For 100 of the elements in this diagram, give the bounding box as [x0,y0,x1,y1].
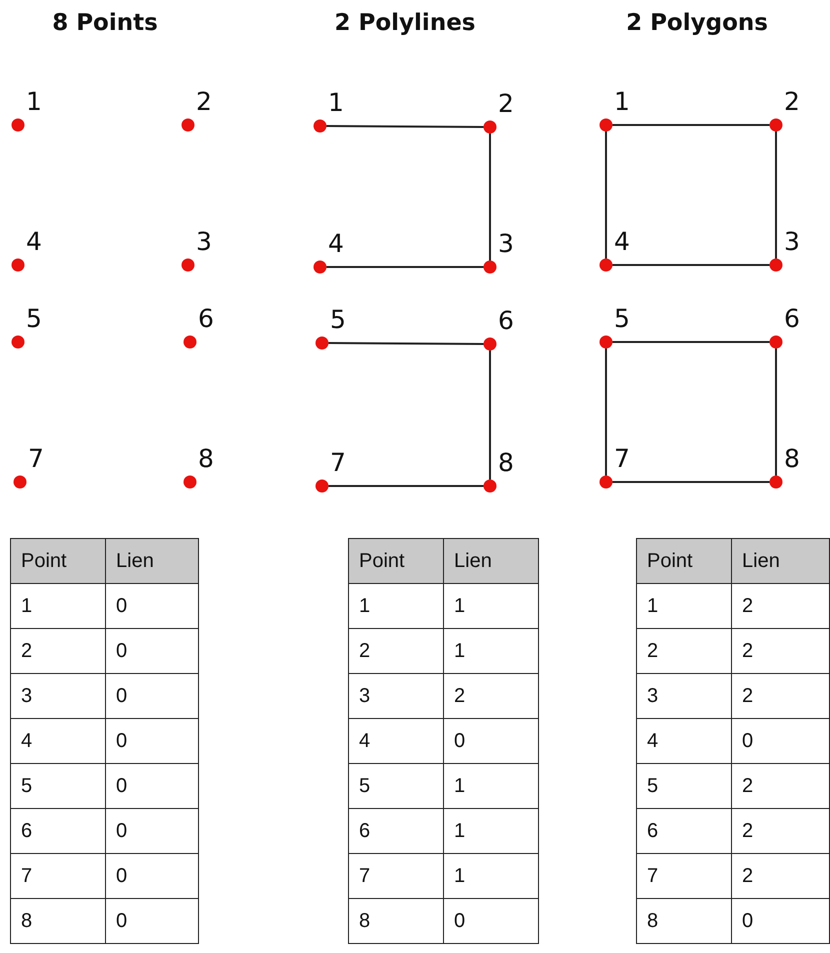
point-marker [770,336,782,348]
table-cell: 6 [349,809,444,854]
table-header-cell: Lien [106,539,199,584]
connector-line [612,124,770,126]
table-cell: 3 [637,674,732,719]
point-number: 3 [196,229,212,254]
point-number: 4 [614,229,630,254]
point-number: 1 [614,89,630,114]
table-cell: 2 [732,764,830,809]
point-number: 7 [28,446,44,471]
point-number: 5 [26,306,42,331]
table-cell: 8 [349,899,444,944]
point-marker [484,480,496,492]
point-number: 4 [26,229,42,254]
table-header-cell: Lien [732,539,830,584]
point-marker [12,118,24,132]
point-marker [314,120,326,132]
point-number: 3 [784,229,800,254]
table-cell: 6 [637,809,732,854]
table-cell: 5 [349,764,444,809]
table-cell: 3 [11,674,106,719]
point-marker [484,260,496,274]
point-number: 1 [26,89,42,114]
connector-line [328,342,484,345]
point-number: 6 [498,308,514,333]
table-cell: 1 [349,584,444,629]
point-number: 6 [784,306,800,331]
point-number: 1 [328,90,344,115]
connector-line [612,264,770,266]
table-cell: 2 [349,629,444,674]
table-cell: 0 [732,899,830,944]
table-cell: 8 [637,899,732,944]
connector-line [605,348,607,476]
point-marker [12,336,24,348]
table-cell: 0 [106,674,199,719]
connector-line [326,125,484,128]
table-cell: 1 [444,584,539,629]
point-marker [316,480,328,492]
point-number: 8 [784,446,800,471]
table-cell: 0 [106,854,199,899]
table-cell: 0 [732,719,830,764]
point-marker [600,476,612,488]
table-cell: 2 [732,584,830,629]
point-number: 5 [330,307,346,332]
table-cell: 1 [444,809,539,854]
table-cell: 0 [106,719,199,764]
point-marker [182,258,194,272]
table-cell: 2 [11,629,106,674]
table-cell: 7 [349,854,444,899]
connector-line [775,132,777,258]
point-number: 6 [198,306,214,331]
point-marker [600,258,612,272]
point-marker [484,338,496,350]
point-marker [182,118,194,132]
table-cell: 1 [444,764,539,809]
table-cell: 2 [732,674,830,719]
point-marker [314,260,326,274]
table-cell: 0 [106,899,199,944]
point-marker [12,258,24,272]
point-marker [600,336,612,348]
table-cell: 0 [444,719,539,764]
panel-heading: 8 Points [52,10,158,36]
point-marker [770,258,782,272]
point-marker [184,336,196,348]
table-cell: 0 [106,584,199,629]
table-cell: 0 [106,764,199,809]
point-number: 4 [328,231,344,256]
connector-line [489,134,491,260]
point-marker [316,336,328,350]
point-number: 5 [614,306,630,331]
connector-line [605,132,607,258]
point-marker [14,476,26,488]
connector-line [326,266,484,268]
connector-line [328,485,484,487]
panel-heading: 2 Polygons [626,10,768,36]
point-marker [184,476,196,488]
panel-heading: 2 Polylines [334,10,476,36]
connector-line [775,348,777,476]
table-cell: 4 [11,719,106,764]
point-number: 7 [614,446,630,471]
point-number: 8 [198,446,214,471]
table-cell: 4 [637,719,732,764]
table-cell: 2 [637,629,732,674]
table-cell: 4 [349,719,444,764]
connector-line [612,481,770,483]
table-cell: 2 [444,674,539,719]
point-number: 7 [330,450,346,475]
table-cell: 3 [349,674,444,719]
table-header-cell: Point [637,539,732,584]
point-marker [600,118,612,132]
table-header-cell: Point [349,539,444,584]
table-cell: 0 [106,629,199,674]
table-cell: 1 [444,854,539,899]
table-header-cell: Point [11,539,106,584]
point-number: 3 [498,231,514,256]
table-header-cell: Lien [444,539,539,584]
table-cell: 1 [444,629,539,674]
table-cell: 1 [11,584,106,629]
table-cell: 5 [637,764,732,809]
point-number: 8 [498,450,514,475]
